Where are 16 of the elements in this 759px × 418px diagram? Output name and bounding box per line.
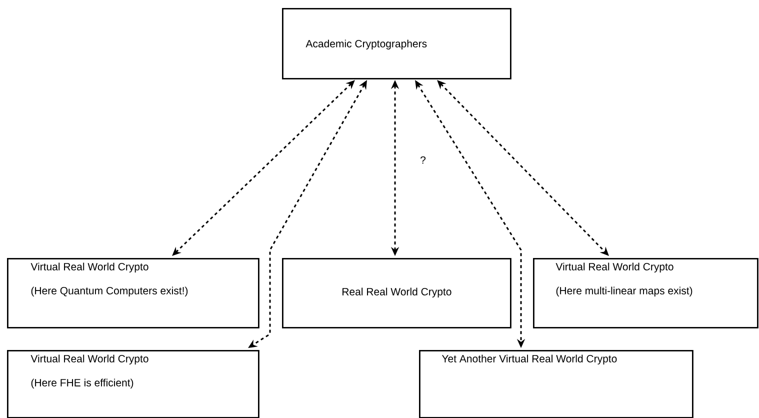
box-text: (Here FHE is efficient) — [31, 378, 134, 388]
edge-label: ? — [419, 155, 427, 165]
text-box — [282, 258, 512, 328]
box-text: Academic Cryptographers — [306, 40, 427, 50]
box-text: (Here multi-linear maps exist) — [556, 286, 692, 296]
box-text: Virtual Real World Crypto — [30, 354, 148, 364]
text-box — [7, 258, 260, 328]
text-box — [282, 8, 512, 80]
text-box — [533, 258, 758, 328]
text-box — [419, 350, 694, 418]
box-text: (Here Quantum Computers exist!) — [31, 286, 188, 296]
box-text: Virtual Real World Crypto — [556, 262, 674, 272]
box-text: Virtual Real World Crypto — [30, 262, 148, 272]
text-box — [7, 350, 260, 418]
box-text: Yet Another Virtual Real World Crypto — [442, 354, 617, 364]
box-text: Real Real World Crypto — [342, 288, 452, 298]
